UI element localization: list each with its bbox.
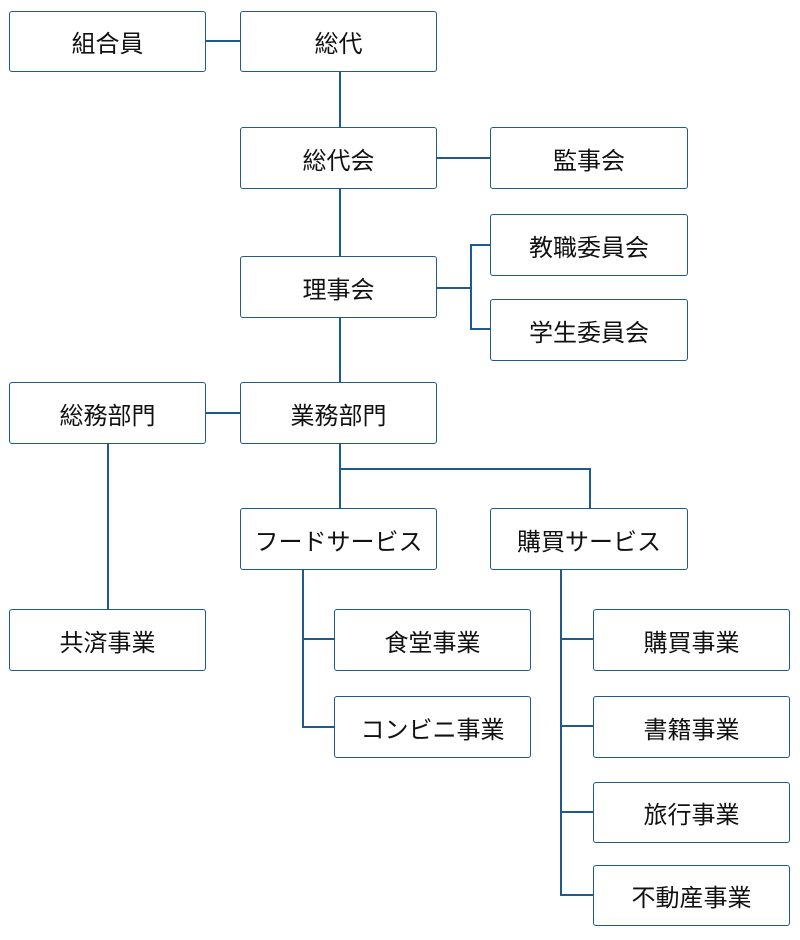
node-ryoko-jigyo: 旅行事業 xyxy=(593,782,790,843)
node-soudaikai: 総代会 xyxy=(240,127,437,189)
node-kobai-service: 購買サービス xyxy=(490,508,688,570)
node-soudai: 総代 xyxy=(240,11,437,72)
node-gakusei-iinkai: 学生委員会 xyxy=(490,299,688,361)
node-fudosan-jigyo: 不動産事業 xyxy=(593,865,790,926)
node-shokudo-jigyo: 食堂事業 xyxy=(334,609,531,671)
node-food-service: フードサービス xyxy=(240,508,437,570)
node-kyoshoku-iinkai: 教職委員会 xyxy=(490,214,688,276)
node-kyosai-jigyo: 共済事業 xyxy=(9,609,206,671)
node-kansakai: 監事会 xyxy=(490,127,688,189)
node-shoseki-jigyo: 書籍事業 xyxy=(593,696,790,758)
node-rijikai: 理事会 xyxy=(240,256,437,318)
node-gyomu-bumon: 業務部門 xyxy=(240,382,437,444)
node-conveni-jigyo: コンビニ事業 xyxy=(334,696,531,758)
node-soumu-bumon: 総務部門 xyxy=(9,382,206,444)
node-kumiaiin: 組合員 xyxy=(9,11,206,72)
node-kobai-jigyo: 購買事業 xyxy=(593,609,790,671)
